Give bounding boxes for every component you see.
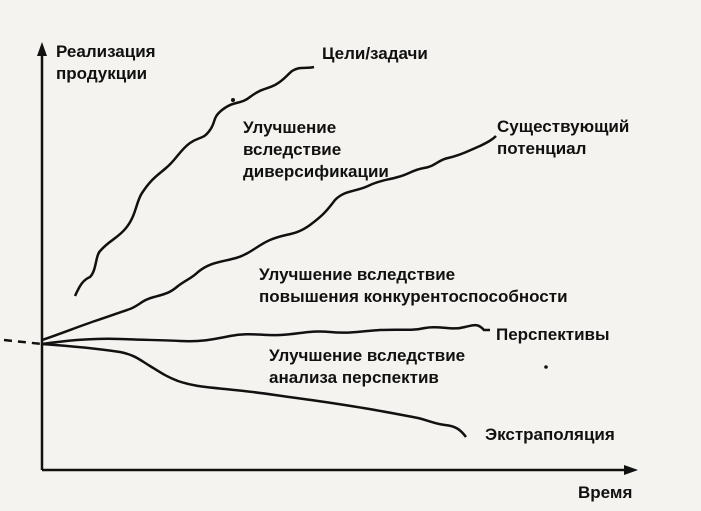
existing-potential-curve [41,135,497,342]
perspectives-curve [41,323,490,346]
competitiveness-gap-line1: Улучшение вследствие [259,265,456,284]
perspective-analysis-gap-line1: Улучшение вследствие [269,346,466,365]
competitiveness-gap-label: Улучшение вследствие повышения конкурент… [259,264,568,308]
goals-curve [73,65,315,297]
past-trend-dashed [3,338,43,346]
diversification-gap-line1: Улучшение [243,118,337,137]
existing-potential-label-line2: потенциал [497,139,587,158]
extrapolation-label: Экстраполяция [485,425,615,444]
y-axis-arrow [37,42,47,56]
x-axis-label: Время [578,483,633,502]
existing-potential-label: Существующий потенциал [497,116,629,160]
competitiveness-gap-line2: повышения конкурентоспособности [259,287,568,306]
y-axis-label-line1: Реализация [56,42,156,61]
diversification-gap-line3: диверсификации [243,162,389,181]
y-axis-label-line2: продукции [56,64,148,83]
x-axis-arrow [624,465,638,475]
diversification-gap-line2: вследствие [243,140,342,159]
perspective-analysis-gap-line2: анализа перспектив [269,368,439,387]
extrapolation-curve [41,342,467,438]
perspective-analysis-gap-label: Улучшение вследствие анализа перспектив [269,345,465,389]
existing-potential-label-line1: Существующий [497,117,630,136]
diversification-gap-label: Улучшение вследствие диверсификации [243,117,389,183]
perspectives-label: Перспективы [496,325,610,344]
speck [544,365,548,369]
goals-label: Цели/задачи [322,44,428,63]
y-axis-label: Реализация продукции [56,41,156,85]
speck [231,98,235,102]
